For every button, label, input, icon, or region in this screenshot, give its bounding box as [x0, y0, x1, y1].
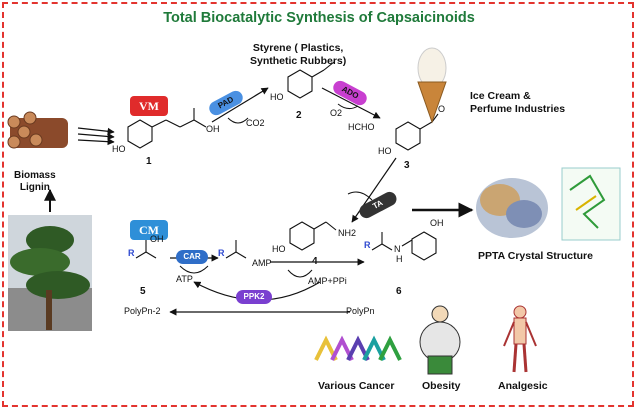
compound-5-structure	[135, 240, 157, 259]
compound-4-number: 4	[312, 256, 318, 267]
nh2-4: NH2	[338, 228, 357, 238]
cm-badge: CM	[130, 220, 168, 240]
ice-cream-label: Ice Cream & Perfume Industries	[470, 90, 566, 115]
o2-label: O2	[330, 108, 343, 118]
oh-5: OH	[150, 234, 164, 244]
crystal-structure-label: PPTA Crystal Structure	[478, 250, 593, 262]
protein-structure-image	[476, 167, 621, 241]
compound-6-number: 6	[396, 286, 402, 297]
ho-4: HO	[272, 244, 286, 254]
compound-6-structure	[371, 231, 437, 261]
ho-2: HO	[270, 92, 284, 102]
compound-3-structure	[395, 113, 439, 151]
acyl-amp-structure	[225, 240, 247, 259]
co2-label: CO2	[246, 118, 265, 128]
analgesic-label: Analgesic	[498, 380, 548, 392]
polyp-n-label: PolyPn	[346, 306, 375, 316]
biomass-lignin-label: Biomass Lignin	[14, 170, 56, 193]
ppk2-enzyme-label: PPK2	[236, 290, 272, 304]
various-cancer-label: Various Cancer	[318, 380, 395, 392]
cancer-ribbons-icon	[314, 335, 402, 361]
oh-6: OH	[430, 218, 444, 228]
ho-3: HO	[378, 146, 392, 156]
compound-1-number: 1	[146, 156, 152, 167]
compound-1-structure	[127, 108, 207, 149]
analgesic-body-icon	[503, 305, 537, 373]
r-group-5: R	[128, 248, 135, 258]
atp-label: ATP	[176, 274, 193, 284]
log-pile-icon	[7, 111, 68, 149]
ice-cream-icon	[417, 47, 447, 124]
dashed-border	[2, 2, 634, 407]
compound-4-structure	[289, 221, 337, 251]
vm-badge: VM	[130, 96, 168, 116]
r-group-6: R	[364, 240, 371, 250]
styrene-label: Styrene ( Plastics, Synthetic Rubbers)	[250, 42, 347, 67]
o-3: O	[438, 104, 446, 114]
car-enzyme-label: CAR	[176, 250, 208, 264]
tree-photo	[8, 215, 92, 331]
r-group-acyl: R	[218, 248, 225, 258]
amp-ppi-label: AMP+PPi	[308, 276, 347, 286]
obesity-figure-icon	[419, 305, 461, 375]
compound-2-structure	[287, 61, 335, 99]
compound-5-number: 5	[140, 286, 146, 297]
polyp-n2-label: PolyPn-2	[124, 306, 161, 316]
obesity-label: Obesity	[422, 380, 461, 392]
compound-3-number: 3	[404, 160, 410, 171]
hcho-label: HCHO	[348, 122, 375, 132]
amp-label: AMP	[252, 258, 272, 268]
figure-title: Total Biocatalytic Synthesis of Capsaici…	[163, 10, 475, 26]
ho-1: HO	[112, 144, 126, 154]
compound-2-number: 2	[296, 110, 302, 121]
amide-h-label: H	[396, 254, 403, 264]
oh-1: OH	[206, 124, 220, 134]
amide-n-label: N	[394, 244, 401, 254]
